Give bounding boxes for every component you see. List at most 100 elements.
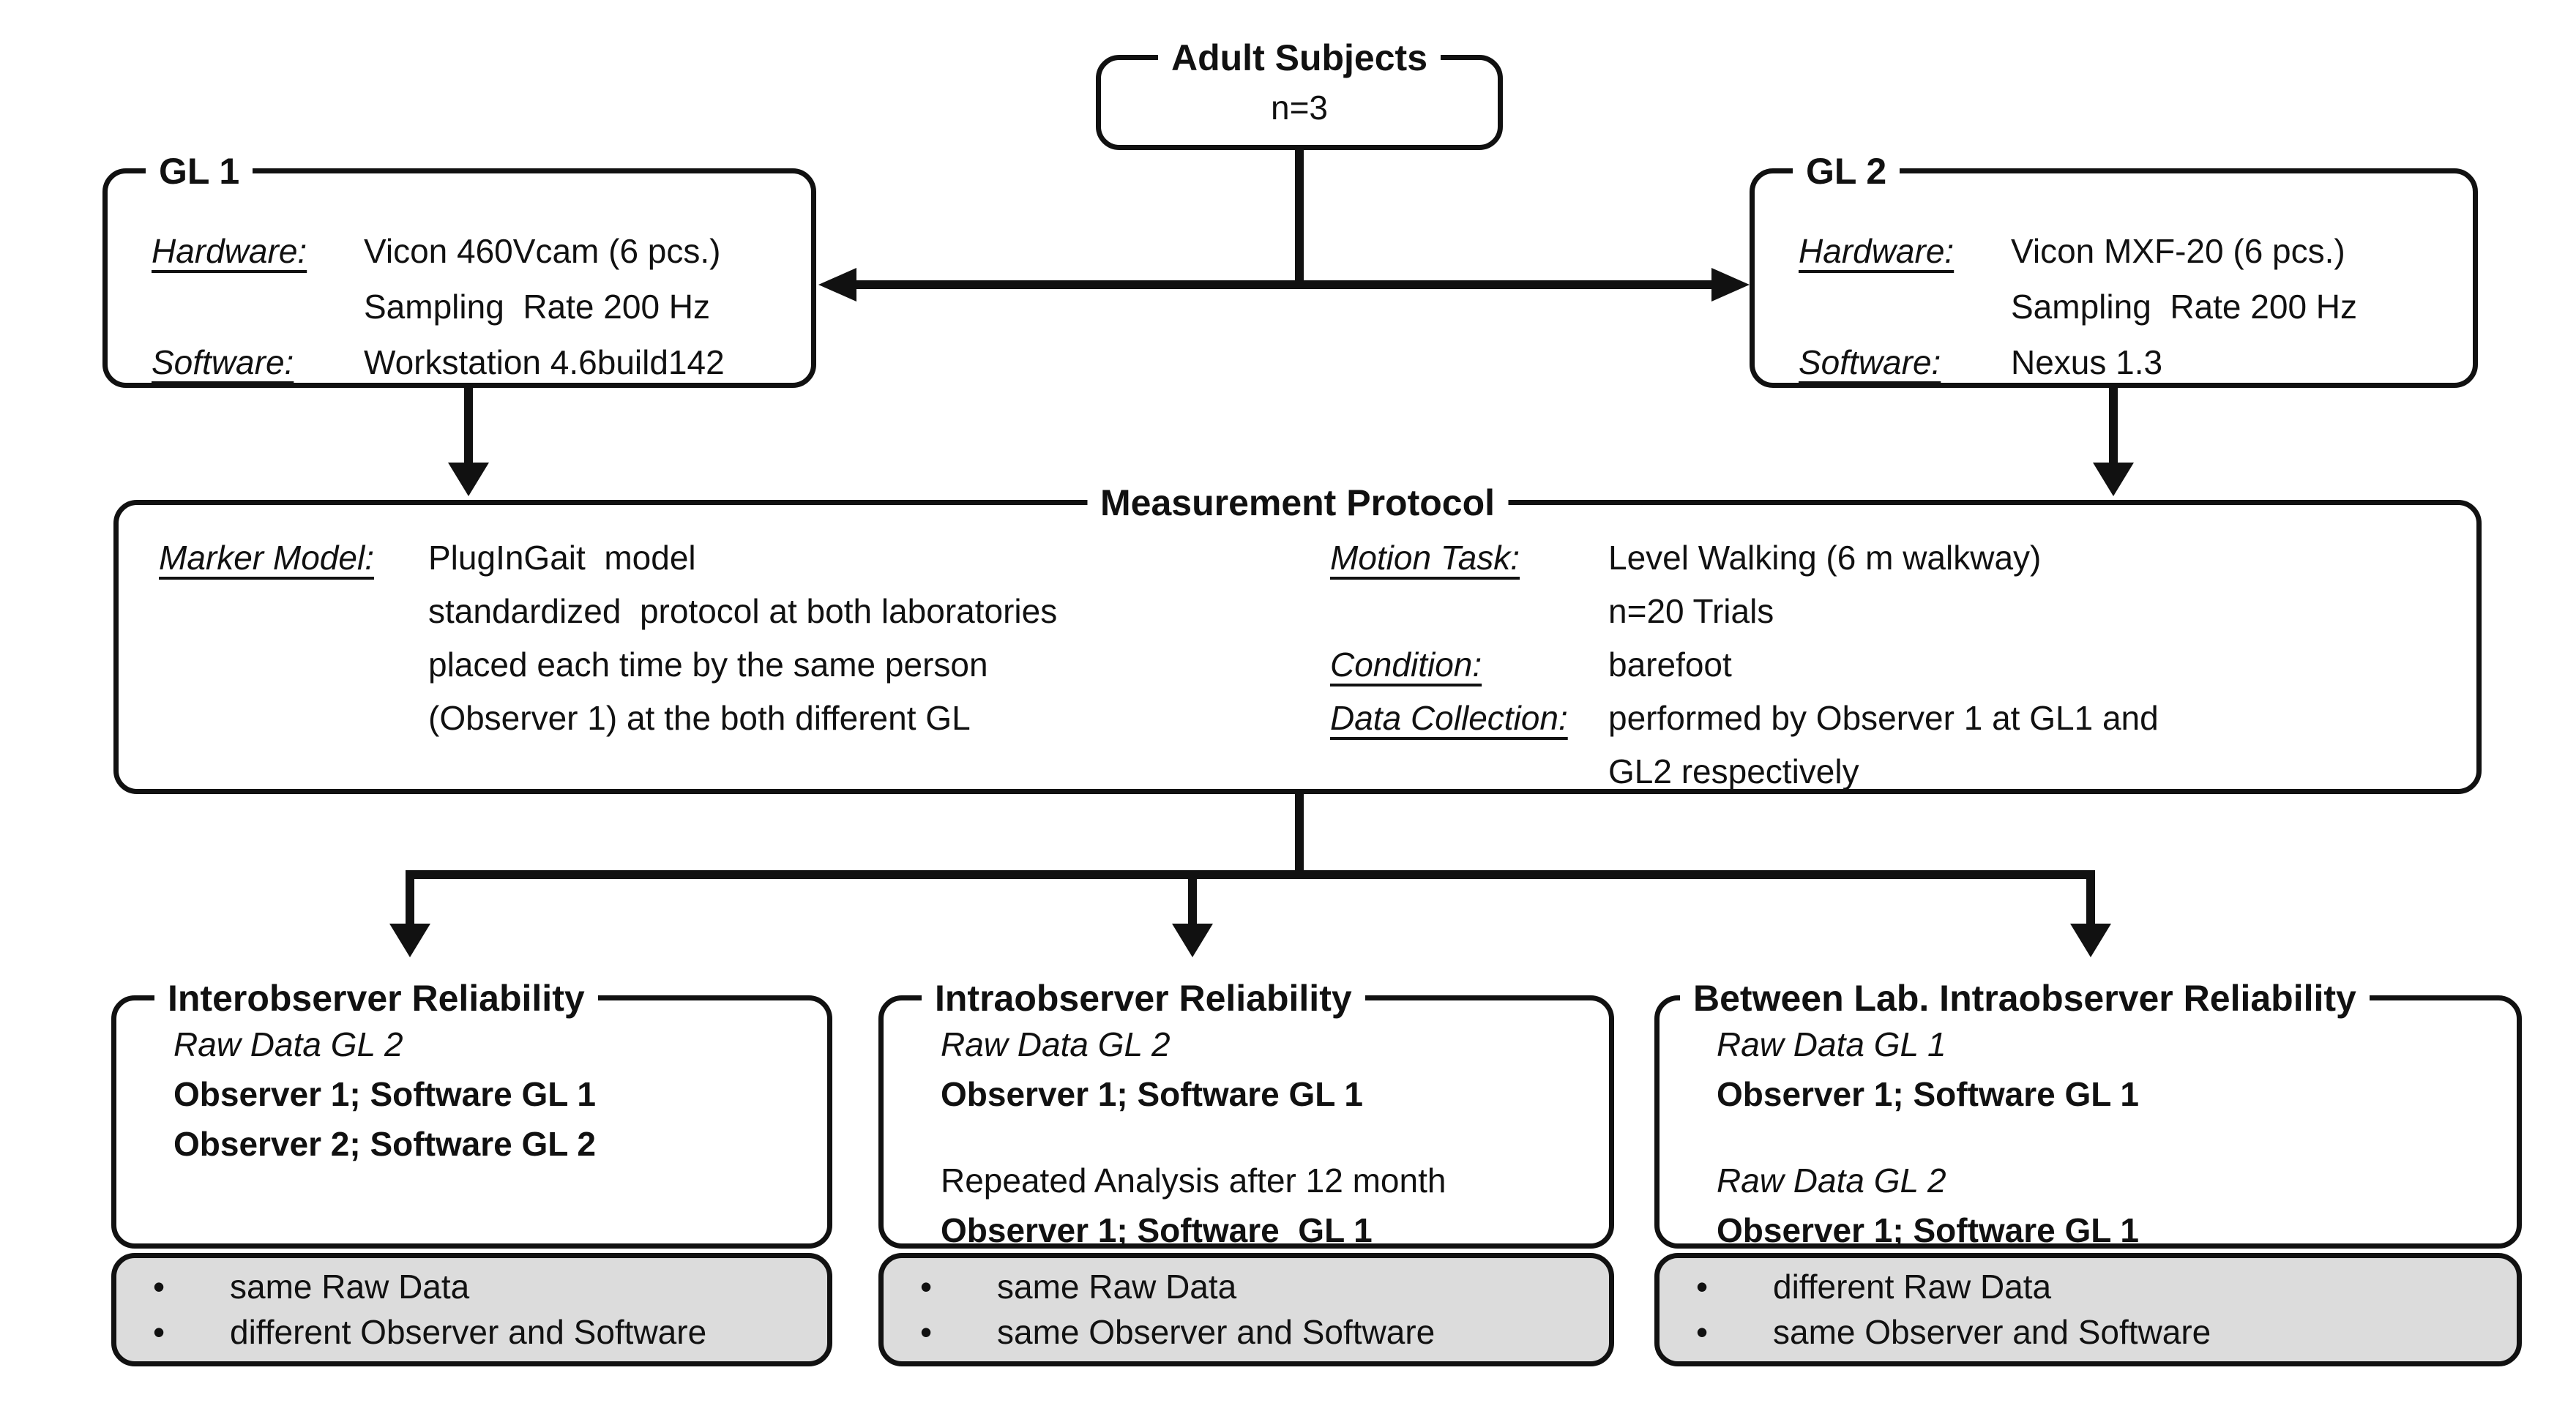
bullet-icon: • (1696, 1268, 1709, 1306)
double-arrow-line (845, 280, 1731, 289)
marker-model-row-2: standardized protocol at both laboratori… (159, 585, 1057, 638)
gl2-content: Hardware: Vicon MXF-20 (6 pcs.) Sampling… (1755, 173, 2473, 390)
bullet-text: same Raw Data (997, 1268, 1237, 1306)
condition-row: Condition: barefoot (1330, 638, 2159, 692)
between-lab-content: Raw Data GL 1 Observer 1; Software GL 1 … (1660, 1000, 2517, 1255)
observer-line: Observer 1; Software GL 1 (1717, 1075, 2139, 1113)
connector-adult-stem (1295, 149, 1304, 286)
sampling-row: Sampling Rate 200 Hz (1799, 279, 2473, 334)
intraobserver-summary-box: • same Raw Data • same Observer and Soft… (878, 1253, 1614, 1366)
motion-task-row: Motion Task: Level Walking (6 m walkway) (1330, 531, 2159, 585)
marker-model-row: Marker Model: PlugInGait model (159, 531, 1057, 585)
gl1-content: Hardware: Vicon 460Vcam (6 pcs.) Samplin… (108, 173, 811, 390)
condition-value: barefoot (1608, 646, 1732, 684)
connector-gl1-stem (464, 385, 473, 467)
marker-model-value: PlugInGait model (428, 539, 696, 577)
intraobserver-title: Intraobserver Reliability (922, 974, 1365, 1022)
software-value: Nexus 1.3 (2011, 343, 2163, 381)
hardware-row: Hardware: Vicon 460Vcam (6 pcs.) (152, 223, 811, 279)
hardware-row: Hardware: Vicon MXF-20 (6 pcs.) (1799, 223, 2473, 279)
bullet-item: • same Raw Data (116, 1264, 827, 1309)
bullet-icon: • (920, 1313, 933, 1351)
empty-label (1799, 279, 2011, 334)
bullet-item: • different Observer and Software (116, 1309, 827, 1355)
line-spacer (941, 1119, 1609, 1156)
hardware-value: Vicon MXF-20 (6 pcs.) (2011, 232, 2345, 270)
sampling-row: Sampling Rate 200 Hz (152, 279, 811, 334)
repeated-analysis-line: Repeated Analysis after 12 month (941, 1161, 1446, 1200)
data-collection-row-2: GL2 respectively (1330, 745, 2159, 798)
hardware-value: Vicon 460Vcam (6 pcs.) (364, 232, 721, 270)
interobserver-box: Interobserver Reliability Raw Data GL 2 … (111, 974, 832, 1249)
hardware-label: Hardware: (1799, 232, 1955, 270)
bullet-icon: • (153, 1268, 165, 1306)
marker-model-value-2: standardized protocol at both laboratori… (428, 592, 1058, 630)
interobserver-content: Raw Data GL 2 Observer 1; Software GL 1 … (116, 1000, 827, 1169)
bullet-icon: • (1696, 1313, 1709, 1351)
gl1-title: GL 1 (146, 147, 253, 195)
gl2-title: GL 2 (1793, 147, 1900, 195)
empty-label (159, 585, 428, 638)
hardware-label: Hardware: (152, 232, 307, 270)
motion-task-label: Motion Task: (1330, 539, 1520, 577)
between-lab-box: Between Lab. Intraobserver Reliability R… (1654, 974, 2522, 1249)
empty-label (1330, 745, 1608, 798)
bullet-text: same Raw Data (230, 1268, 470, 1306)
arrowhead-left-icon (818, 268, 856, 302)
observer-line: Observer 1; Software GL 1 (173, 1075, 596, 1113)
raw-data-line: Raw Data GL 2 (941, 1025, 1171, 1063)
bullet-icon: • (153, 1313, 165, 1351)
trials-row: n=20 Trials (1330, 585, 2159, 638)
connector-protocol-stem (1295, 793, 1304, 875)
protocol-left-column: Marker Model: PlugInGait model standardi… (159, 531, 1057, 745)
connector-branch-left-stem (406, 870, 414, 929)
bullet-item: • same Observer and Software (884, 1309, 1609, 1355)
motion-task-value: Level Walking (6 m walkway) (1608, 539, 2042, 577)
arrowhead-right-icon (1711, 268, 1750, 302)
data-collection-value: performed by Observer 1 at GL1 and (1608, 699, 2159, 737)
bullet-text: different Raw Data (1773, 1268, 2052, 1306)
between-lab-summary-content: • different Raw Data • same Observer and… (1660, 1258, 2517, 1355)
marker-model-row-3: placed each time by the same person (159, 638, 1057, 692)
data-collection-label: Data Collection: (1330, 699, 1568, 737)
raw-data-line: Raw Data GL 1 (1717, 1025, 1946, 1063)
line-spacer (1717, 1119, 2517, 1156)
adult-subjects-box: Adult Subjects n=3 (1096, 34, 1503, 150)
raw-data-line: Raw Data GL 2 (173, 1025, 403, 1063)
intraobserver-content: Raw Data GL 2 Observer 1; Software GL 1 … (884, 1000, 1609, 1255)
arrowhead-down-middle-icon (1172, 924, 1213, 957)
raw-data-line: Raw Data GL 2 (1717, 1161, 1946, 1200)
between-lab-summary-box: • different Raw Data • same Observer and… (1654, 1253, 2522, 1366)
software-value: Workstation 4.6build142 (364, 343, 725, 381)
bullet-icon: • (920, 1268, 933, 1306)
data-collection-value-2: GL2 respectively (1608, 752, 1859, 790)
empty-label (159, 692, 428, 745)
trials-value: n=20 Trials (1608, 592, 1774, 630)
observer-line: Observer 1; Software GL 1 (941, 1211, 1373, 1249)
bullet-item: • different Raw Data (1660, 1264, 2517, 1309)
interobserver-title: Interobserver Reliability (154, 974, 598, 1022)
gl2-box: GL 2 Hardware: Vicon MXF-20 (6 pcs.) Sam… (1750, 147, 2478, 390)
protocol-right-column: Motion Task: Level Walking (6 m walkway)… (1330, 531, 2159, 798)
observer-line: Observer 1; Software GL 1 (941, 1075, 1363, 1113)
connector-branch-right-stem (2086, 870, 2095, 929)
arrowhead-down-left-icon (389, 924, 430, 957)
measurement-protocol-title: Measurement Protocol (1086, 479, 1509, 527)
adult-subjects-title: Adult Subjects (1157, 34, 1441, 82)
measurement-protocol-box: Measurement Protocol Marker Model: PlugI… (113, 479, 2482, 794)
bullet-text: same Observer and Software (997, 1313, 1436, 1351)
arrowhead-down-gl1-icon (448, 463, 489, 496)
sampling-value: Sampling Rate 200 Hz (2011, 288, 2358, 326)
software-row: Software: Nexus 1.3 (1799, 334, 2473, 390)
marker-model-value-3: placed each time by the same person (428, 646, 988, 684)
software-label: Software: (152, 343, 294, 381)
software-row: Software: Workstation 4.6build142 (152, 334, 811, 390)
gl1-box: GL 1 Hardware: Vicon 460Vcam (6 pcs.) Sa… (102, 147, 816, 390)
condition-label: Condition: (1330, 646, 1482, 684)
bullet-item: • same Observer and Software (1660, 1309, 2517, 1355)
software-label: Software: (1799, 343, 1941, 381)
marker-model-row-4: (Observer 1) at the both different GL (159, 692, 1057, 745)
intraobserver-box: Intraobserver Reliability Raw Data GL 2 … (878, 974, 1614, 1249)
bullet-text: same Observer and Software (1773, 1313, 2211, 1351)
